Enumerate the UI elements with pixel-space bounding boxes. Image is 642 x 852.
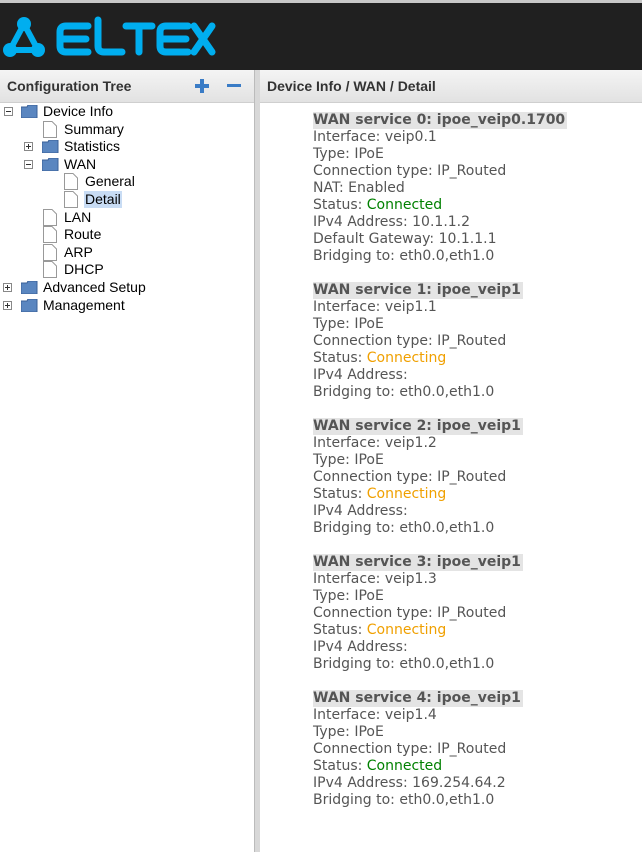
tree-node-advanced-setup[interactable]: Advanced Setup [0,279,250,296]
detail-line: Interface: veip1.3 [313,571,437,587]
detail-line: Type: IPoE [313,588,384,604]
folder-icon [42,158,59,171]
detail-line: Bridging to: eth0.0,eth1.0 [313,656,495,672]
panel-splitter[interactable] [254,70,260,852]
detail-line: IPv4 Address: 169.254.64.2 [313,775,506,791]
tree-node-label: Summary [64,121,124,137]
detail-line: Interface: veip0.1 [313,129,437,145]
tree-node-management[interactable]: Management [0,297,250,314]
detail-line: Bridging to: eth0.0,eth1.0 [313,520,495,536]
detail-line: Status: Connected [313,197,443,213]
detail-line: Connection type: IP_Routed [313,741,507,757]
header-bar [0,0,642,70]
tree-node-label: DHCP [64,261,104,277]
tree-node-arp[interactable]: ARP [0,244,250,261]
wan-service-block: WAN service 1: ipoe_veip1 Interface: vei… [313,282,633,401]
detail-line: Default Gateway: 10.1.1.1 [313,231,497,247]
detail-line: Type: IPoE [313,316,384,332]
tree-node-device-info[interactable]: Device Info [0,103,250,120]
tree-node-label: ARP [64,244,93,260]
wan-service-title: WAN service 0: ipoe_veip0.1700 [313,112,568,129]
document-icon [43,209,57,226]
plus-icon[interactable] [193,78,211,94]
eltex-logo [3,16,216,57]
tree-node-label: WAN [64,156,97,172]
folder-icon [42,140,59,153]
detail-line: Interface: veip1.1 [313,299,437,315]
detail-line: IPv4 Address: [313,367,408,383]
folder-icon [21,299,38,312]
document-icon [64,173,78,190]
tree-node-label: General [85,173,135,189]
status-value: Connecting [366,486,447,502]
detail-line: IPv4 Address: [313,503,408,519]
tree-node-dhcp[interactable]: DHCP [0,261,250,278]
detail-line: Type: IPoE [313,146,384,162]
wan-service-title: WAN service 1: ipoe_veip1 [313,282,523,299]
tree-node-lan[interactable]: LAN [0,209,250,226]
wan-service-block: WAN service 0: ipoe_veip0.1700 Interface… [313,112,633,265]
tree-node-wan[interactable]: WAN [0,156,250,173]
detail-line: Type: IPoE [313,452,384,468]
expand-toggle-icon[interactable] [3,283,12,292]
tree-title: Configuration Tree [7,78,132,94]
collapse-toggle-icon[interactable] [24,160,33,169]
content-title-bar: Device Info / WAN / Detail [260,70,642,103]
status-value: Connecting [366,622,447,638]
configuration-tree-panel: Configuration Tree Device Info Summary S… [0,70,254,852]
detail-line: NAT: Enabled [313,180,405,196]
status-value: Connecting [366,350,447,366]
tree-node-label: Statistics [64,138,121,154]
detail-line: Connection type: IP_Routed [313,605,507,621]
collapse-toggle-icon[interactable] [4,107,13,116]
breadcrumb: Device Info / WAN / Detail [267,78,436,94]
detail-line: Connection type: IP_Routed [313,333,507,349]
wan-service-title: WAN service 4: ipoe_veip1 [313,690,523,707]
expand-toggle-icon[interactable] [3,301,12,310]
status-value: Connected [366,758,443,774]
document-icon [43,121,57,138]
status-value: Connected [366,197,443,213]
document-icon [64,191,78,208]
tree-node-general[interactable]: General [0,173,250,190]
minus-icon[interactable] [225,78,243,94]
detail-line: Type: IPoE [313,724,384,740]
wan-service-block: WAN service 4: ipoe_veip1 Interface: vei… [313,690,633,809]
tree-node-label: Device Info [43,103,114,119]
detail-line: IPv4 Address: 10.1.1.2 [313,214,471,230]
detail-line: Status: Connecting [313,350,447,366]
tree-node-label: Management [43,297,125,313]
detail-line: Connection type: IP_Routed [313,469,507,485]
tree-node-label: Route [64,226,102,242]
document-icon [43,226,57,243]
tree-node-detail[interactable]: Detail [0,191,250,208]
detail-line: Bridging to: eth0.0,eth1.0 [313,384,495,400]
expand-toggle-icon[interactable] [24,142,33,151]
tree-node-route[interactable]: Route [0,226,250,243]
folder-icon [21,105,38,118]
wan-service-block: WAN service 3: ipoe_veip1 Interface: vei… [313,554,633,673]
detail-line: Interface: veip1.2 [313,435,437,451]
tree-node-statistics[interactable]: Statistics [0,138,250,155]
detail-line: Bridging to: eth0.0,eth1.0 [313,792,495,808]
wan-service-block: WAN service 2: ipoe_veip1 Interface: vei… [313,418,633,537]
wan-service-title: WAN service 3: ipoe_veip1 [313,554,523,571]
tree-node-label: Advanced Setup [43,279,146,295]
content-panel: Device Info / WAN / Detail WAN service 0… [260,70,642,852]
detail-line: Status: Connected [313,758,443,774]
detail-line: Status: Connecting [313,622,447,638]
folder-icon [21,281,38,294]
detail-line: IPv4 Address: [313,639,408,655]
detail-line: Interface: veip1.4 [313,707,437,723]
detail-line: Status: Connecting [313,486,447,502]
tree-node-label: Detail [84,191,122,208]
tree-title-bar: Configuration Tree [0,70,254,103]
detail-line: Connection type: IP_Routed [313,163,507,179]
wan-service-title: WAN service 2: ipoe_veip1 [313,418,523,435]
tree-node-label: LAN [64,209,92,225]
document-icon [43,261,57,278]
document-icon [43,244,57,261]
tree-node-summary[interactable]: Summary [0,121,250,138]
detail-line: Bridging to: eth0.0,eth1.0 [313,248,495,264]
